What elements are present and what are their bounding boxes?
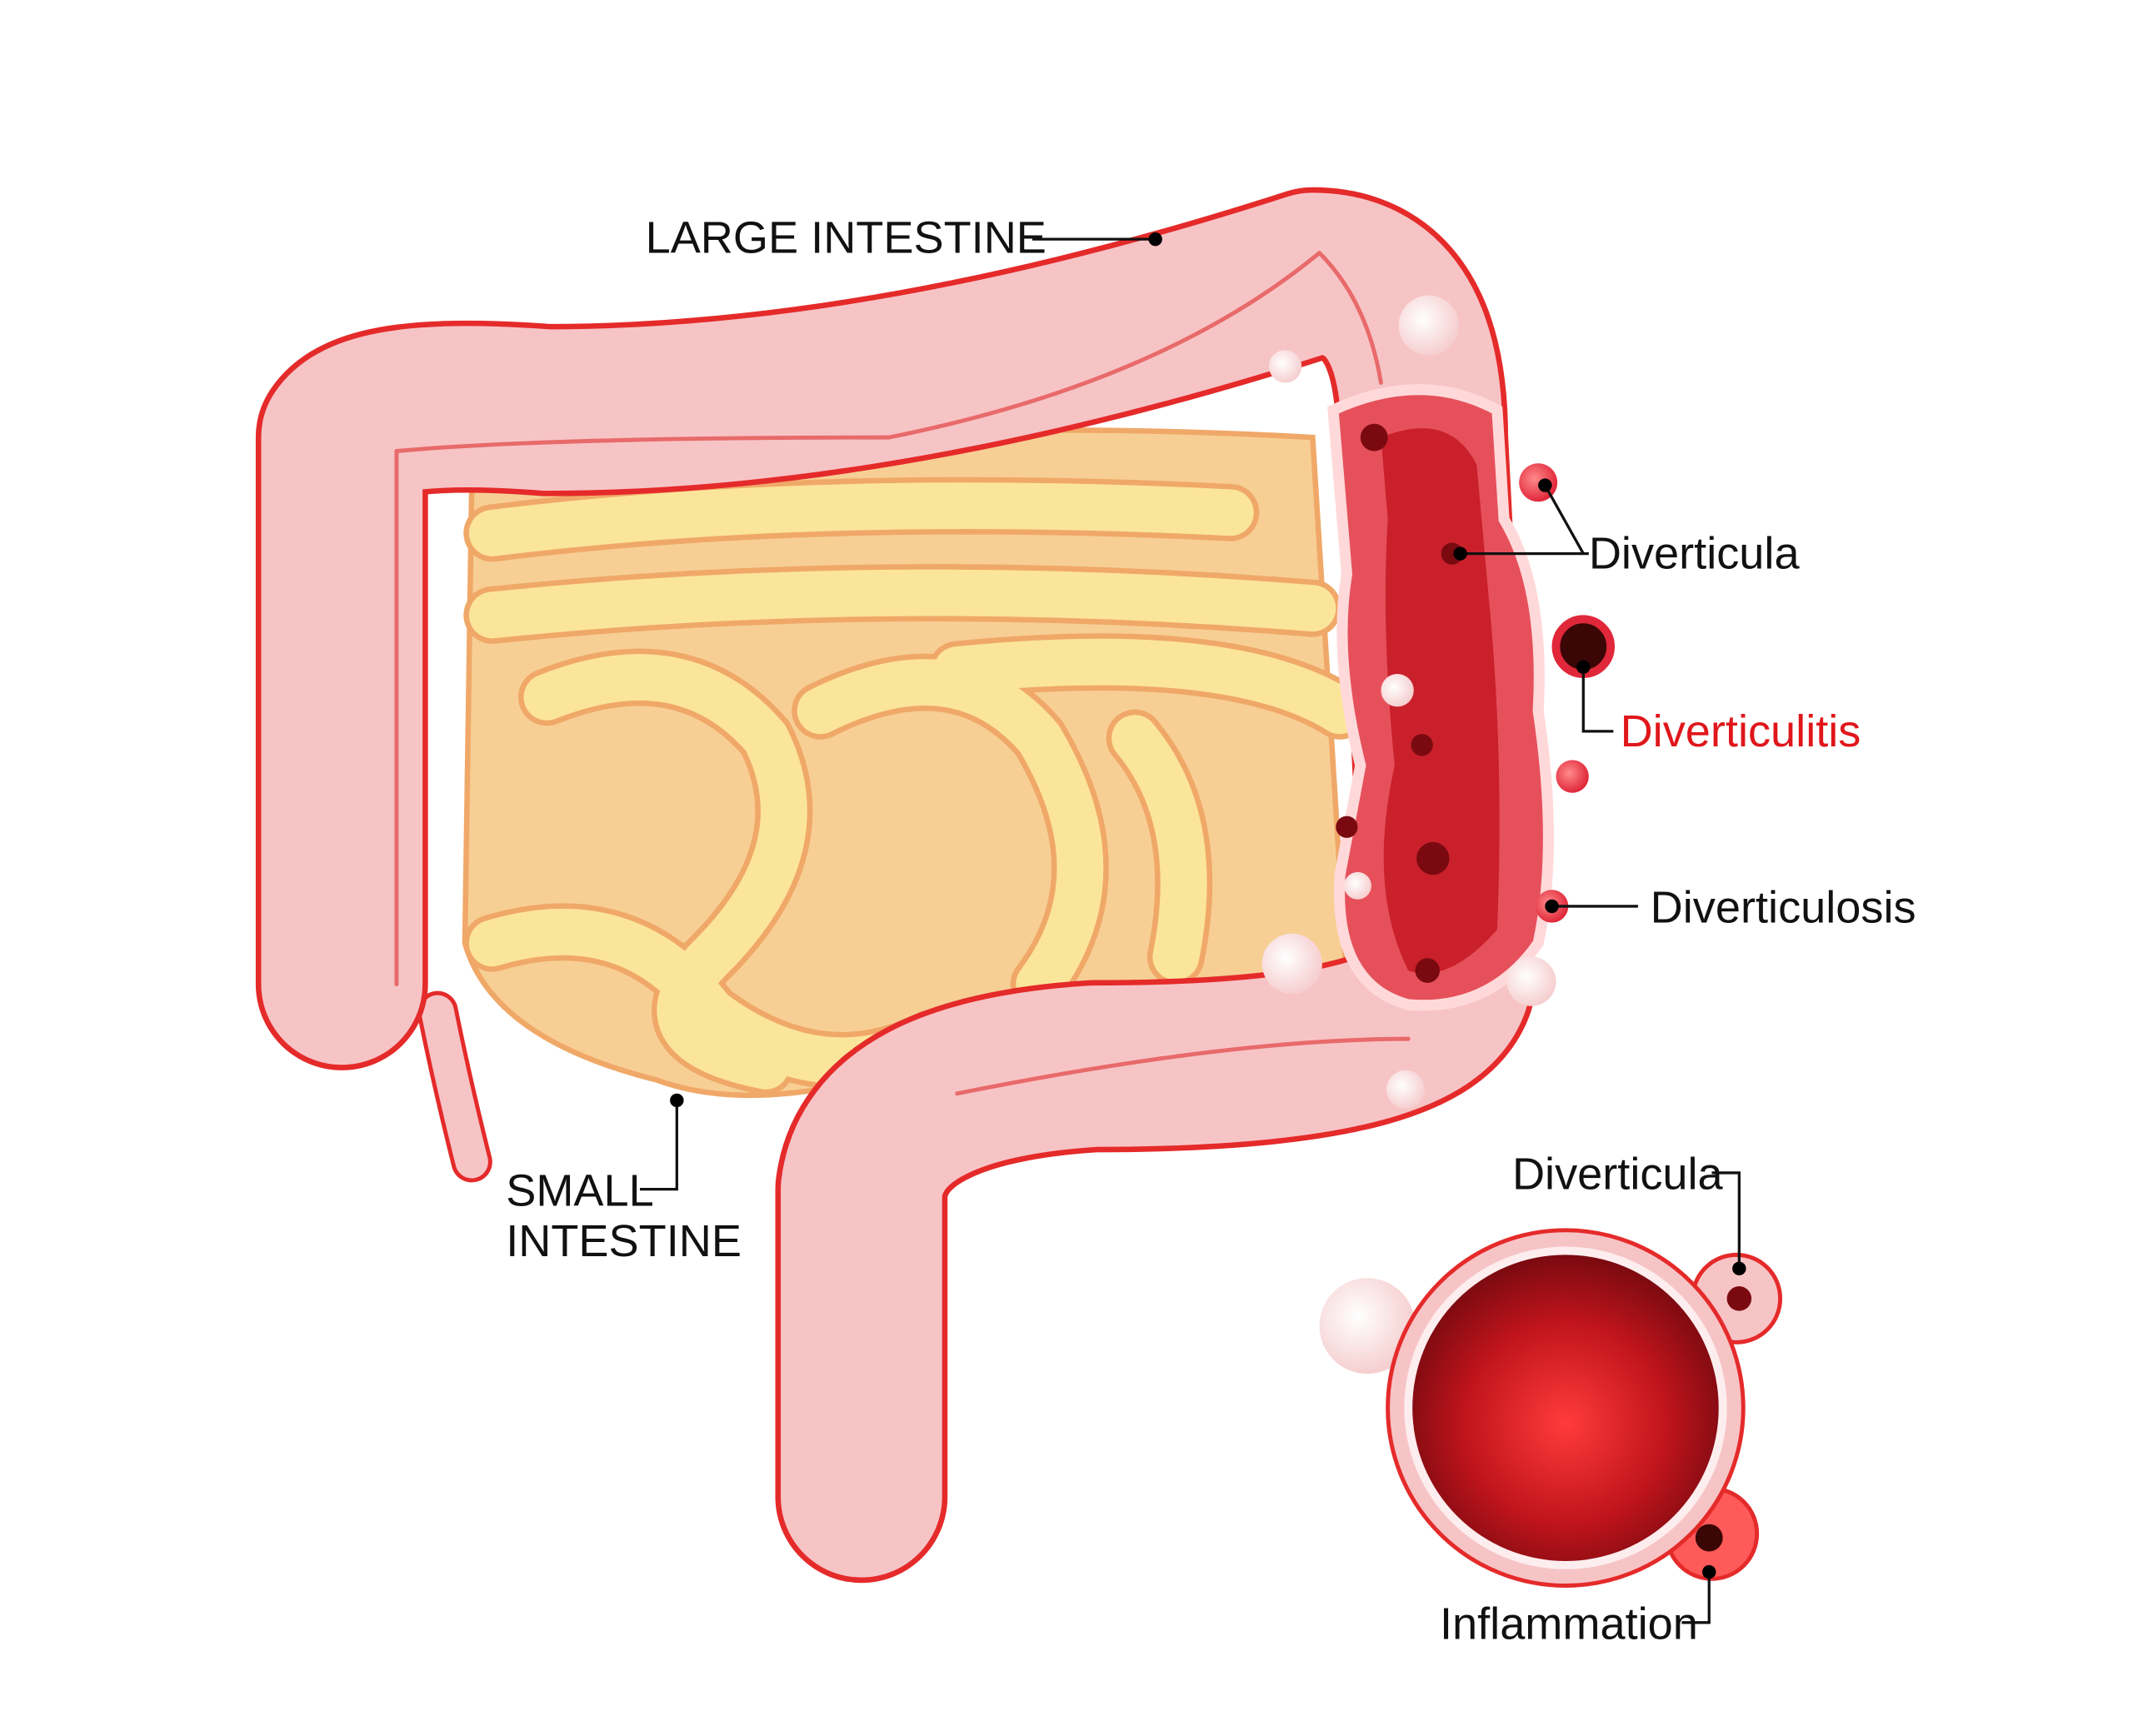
label-small-intestine-line1: SMALL [506, 1165, 654, 1215]
diverticula-pouches [1261, 295, 1589, 1109]
label-diverticulitis: Diverticulitis [1621, 706, 1861, 756]
label-large-intestine: LARGE INTESTINE [646, 213, 1047, 263]
small-intestine [462, 427, 1369, 1099]
leader-lines [640, 232, 1746, 1624]
inflamed-segment [1327, 384, 1616, 1011]
label-diverticulosis: Diverticulosis [1651, 883, 1916, 933]
large-intestine [255, 187, 1536, 1584]
cross-section [1319, 1228, 1783, 1588]
label-cross-section-diverticula: Diverticula [1512, 1150, 1724, 1200]
label-inflammation: Inflammation [1440, 1599, 1698, 1649]
label-small-intestine-line2: INTESTINE [506, 1216, 742, 1266]
label-diverticula: Diverticula [1589, 529, 1801, 579]
